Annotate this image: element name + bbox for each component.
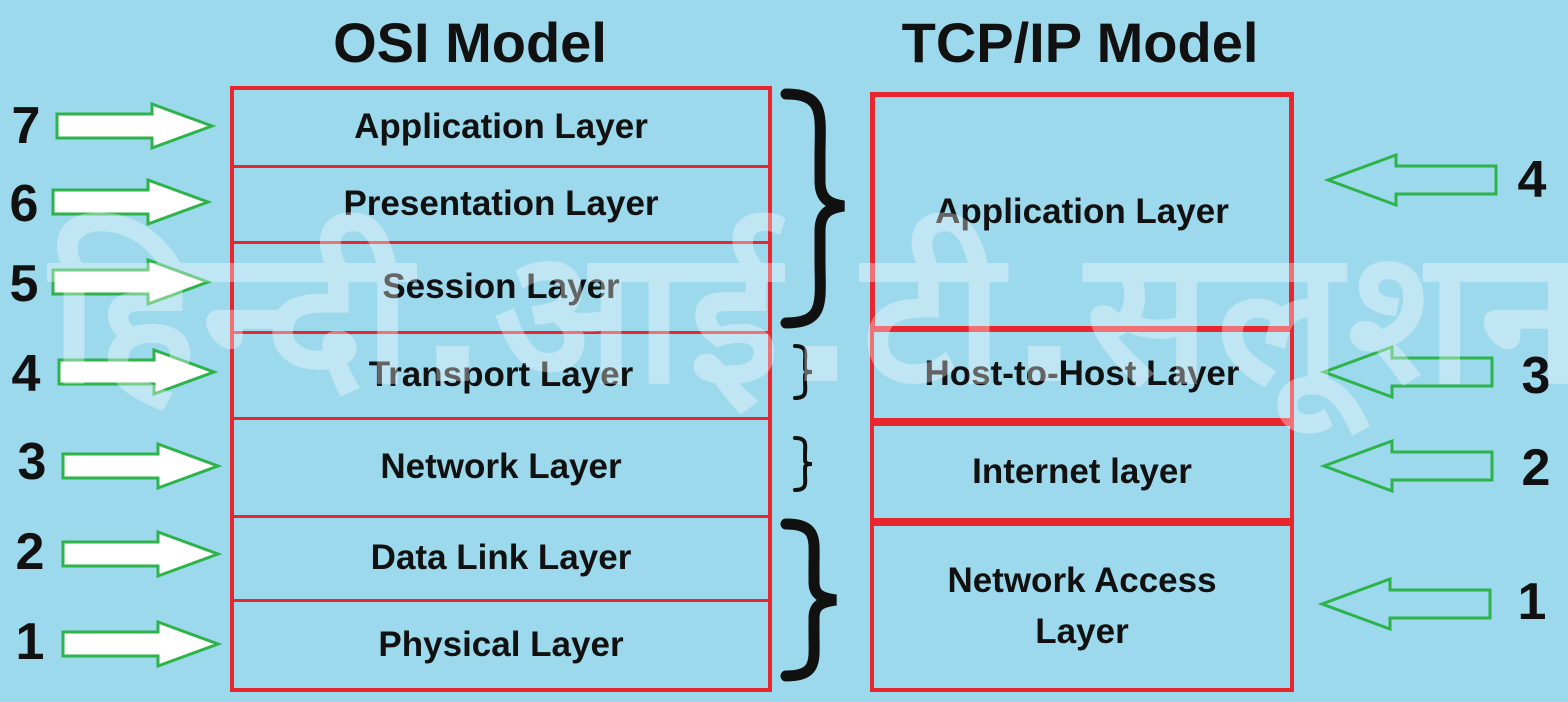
tcp-layer-label: Host-to-Host Layer [924,354,1240,394]
tcp-layer-internet: Internet layer [870,422,1294,522]
left-arrow-icon [1320,344,1494,400]
osi-layer-label: Network Layer [380,447,622,487]
osi-layer-number: 1 [15,613,45,671]
brace-transport-icon [793,344,813,400]
tcp-ip-layer-stack: Application Layer Host-to-Host Layer Int… [870,86,1294,692]
tcp-layer-application: Application Layer [870,92,1294,332]
tcp-layer-number: 1 [1517,573,1547,631]
right-arrow-icon [57,347,219,397]
left-arrow-icon [1320,438,1494,494]
osi-layer-label: Presentation Layer [343,184,659,224]
tcp-layer-host-to-host: Host-to-Host Layer [870,326,1294,422]
osi-model-title: OSI Model [333,11,607,74]
osi-layer-label: Physical Layer [378,624,624,664]
osi-layer-number: 3 [17,433,47,491]
tcp-layer-number: 4 [1517,151,1547,209]
left-arrow-icon [1324,152,1498,208]
osi-layer-number: 4 [11,345,41,403]
tcp-layer-label: Network Access Layer [947,561,1217,651]
osi-layer-label: Application Layer [354,107,648,147]
tcp-layer-label: Application Layer [935,191,1229,231]
osi-layer-label: Data Link Layer [370,538,632,578]
osi-layer-number: 6 [9,175,39,233]
brace-datalink-physical-icon [780,518,837,682]
tcp-layer-number: 2 [1521,439,1551,497]
osi-layer-label: Session Layer [382,267,620,307]
right-arrow-icon [55,101,217,151]
osi-layer-session: Session Layer [234,244,768,334]
right-arrow-icon [51,177,213,227]
osi-layer-presentation: Presentation Layer [234,168,768,244]
osi-layer-physical: Physical Layer [234,602,768,688]
brace-session-to-application-icon [780,88,845,329]
osi-layer-network: Network Layer [234,420,768,518]
tcp-ip-model-title: TCP/IP Model [901,11,1259,74]
osi-layer-number: 2 [15,523,45,581]
osi-layer-label: Transport Layer [368,355,634,395]
brace-network-icon [793,436,813,492]
tcp-layer-label: Internet layer [972,451,1192,491]
osi-layer-stack: Application Layer Presentation Layer Ses… [230,86,772,692]
osi-layer-data-link: Data Link Layer [234,518,768,602]
tcp-layer-network-access: Network Access Layer [870,522,1294,692]
osi-layer-number: 5 [9,255,39,313]
osi-layer-number: 7 [11,97,41,155]
right-arrow-icon [61,441,223,491]
right-arrow-icon [61,529,223,579]
left-arrow-icon [1318,576,1492,632]
right-arrow-icon [61,619,223,669]
osi-layer-transport: Transport Layer [234,334,768,420]
tcp-layer-number: 3 [1521,347,1551,405]
osi-layer-application: Application Layer [234,90,768,168]
right-arrow-icon [51,257,213,307]
